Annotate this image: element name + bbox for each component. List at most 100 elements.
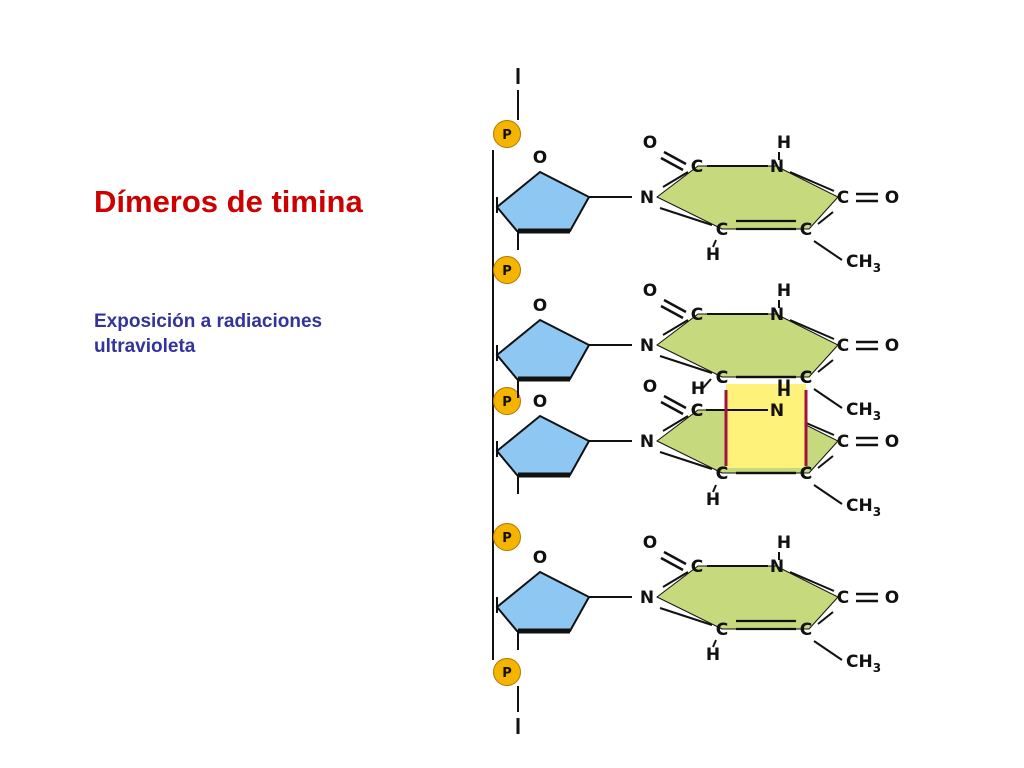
phosphate-circle (493, 256, 521, 284)
methyl-subscript: 3 (873, 505, 881, 519)
carbonyl-bond (660, 156, 684, 172)
carbon-label: C (716, 620, 728, 640)
oxygen-label: O (643, 533, 657, 553)
carbon-label: C (716, 464, 728, 484)
ring-bond (662, 571, 689, 588)
nitrogen-label: N (640, 588, 654, 608)
phosphate-label: P (502, 666, 512, 681)
ring-bond (789, 171, 835, 192)
methyl-subscript: 3 (873, 661, 881, 675)
methyl-bond (813, 484, 843, 505)
ch-bond (712, 484, 717, 493)
methyl-ch: CH (846, 496, 873, 516)
carbon-label: C (716, 220, 728, 240)
carbon-label: C (837, 588, 849, 608)
phosphate-circle (493, 387, 521, 415)
ring-bond (817, 611, 834, 625)
methyl-ch: CH (846, 652, 873, 672)
carbonyl-bond (660, 400, 684, 416)
carbon-label: C (800, 464, 812, 484)
oxygen-label: O (885, 432, 899, 452)
hydrogen-label: H (691, 379, 705, 399)
ring-bond (789, 571, 835, 592)
slide-title: Dímeros de timina (94, 184, 363, 219)
thymine-ring (656, 313, 839, 378)
nitrogen-label: N (770, 157, 784, 177)
hydrogen-label: H (777, 281, 791, 301)
methyl-label: CH3 (846, 652, 881, 675)
carbonyl-bond (660, 304, 684, 320)
carbon-label: C (800, 464, 812, 484)
carbon-label: C (837, 336, 849, 356)
carbon-label: C (800, 220, 812, 240)
phosphate-circle (493, 120, 521, 148)
subtitle-line-2: ultravioleta (94, 335, 196, 357)
subtitle-line-1: Exposición a radiaciones (94, 311, 323, 332)
ring-bond (659, 451, 713, 470)
thymine-ring (656, 565, 839, 630)
ring-bond (659, 607, 713, 626)
nitrogen-label: N (640, 336, 654, 356)
sugar-pentagon (495, 414, 591, 476)
hydrogen-label: H (777, 533, 791, 553)
methyl-subscript: 3 (873, 409, 881, 423)
carbon-label: C (800, 368, 812, 388)
ring-bond (817, 455, 834, 469)
carbon-label: C (837, 432, 849, 452)
carbon-label: C (837, 188, 849, 208)
carbonyl-bond (660, 556, 684, 572)
ch-bond (702, 378, 712, 389)
methyl-ch: CH (846, 252, 873, 272)
oxygen-label: O (885, 188, 899, 208)
carbon-label: C (800, 620, 812, 640)
oxygen-label: O (533, 148, 547, 168)
carbon-label: C (691, 157, 703, 177)
nitrogen-label: N (770, 401, 784, 421)
oxygen-label: O (533, 296, 547, 316)
phosphate-label: P (502, 395, 512, 410)
oxygen-label: O (885, 336, 899, 356)
phosphate-label: P (502, 128, 512, 143)
nitrogen-label: N (640, 188, 654, 208)
carbon-label: C (691, 557, 703, 577)
oxygen-label: O (885, 588, 899, 608)
ring-bond (659, 355, 713, 374)
ring-bond (659, 207, 713, 226)
methyl-bond (813, 240, 843, 261)
phosphate-circle (493, 658, 521, 686)
ring-bond (662, 415, 689, 432)
carbon-label: C (716, 368, 728, 388)
carbon-label: C (691, 401, 703, 421)
cyclobutane-fill (726, 384, 806, 468)
oxygen-label: O (643, 377, 657, 397)
ring-bond (817, 359, 834, 373)
phosphate-label: P (502, 531, 512, 546)
nucleotide-units: ONCNHCCCOOCH3HONCNHCCCOOCH3ONCNHCCCOOCH3… (495, 133, 899, 675)
methyl-ch: CH (846, 400, 873, 420)
oxygen-label: O (643, 133, 657, 153)
hydrogen-label: H (706, 645, 720, 665)
oxygen-label: O (533, 392, 547, 412)
carbonyl-bond (663, 394, 687, 410)
ring-bond (817, 211, 834, 225)
ring-bond (662, 319, 689, 336)
methyl-subscript: 3 (873, 261, 881, 275)
methyl-bond (813, 388, 843, 409)
carbonyl-bond (663, 550, 687, 566)
carbon-label: C (716, 368, 728, 388)
sugar-pentagon (495, 170, 591, 232)
nitrogen-label: N (770, 305, 784, 325)
hydrogen-label: H (777, 133, 791, 153)
nitrogen-label: N (640, 432, 654, 452)
methyl-label: CH3 (846, 252, 881, 275)
ch-bond (712, 239, 717, 248)
carbonyl-bond (663, 298, 687, 314)
methyl-label: CH3 (846, 496, 881, 519)
oxygen-label: O (533, 548, 547, 568)
thymine-ring (656, 165, 839, 230)
